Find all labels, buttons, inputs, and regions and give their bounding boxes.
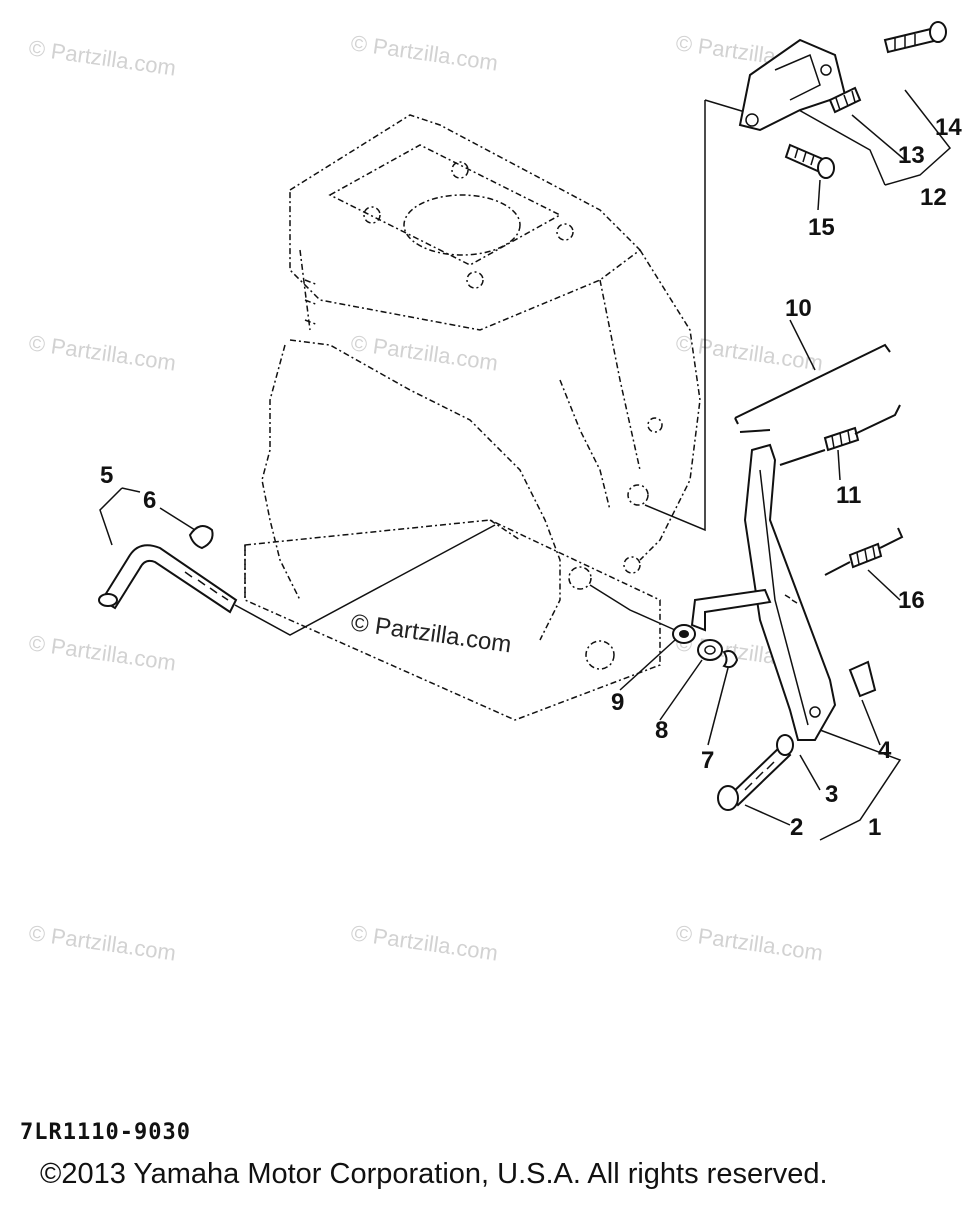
callout-15: 15 (808, 214, 835, 241)
callout-13: 13 (898, 142, 925, 169)
leader-lines (99, 89, 952, 841)
watermark: © Partzilla.com (27, 630, 177, 675)
watermark: © Partzilla.com (27, 920, 177, 965)
copyright-notice: ©2013 Yamaha Motor Corporation, U.S.A. A… (40, 1158, 828, 1190)
watermark: © Partzilla.com (349, 30, 499, 75)
callout-12: 12 (920, 184, 947, 211)
rod-assembly (98, 525, 238, 614)
fasteners (672, 624, 877, 811)
callout-2: 2 (790, 814, 803, 841)
callout-6: 6 (143, 487, 156, 514)
callout-14: 14 (935, 114, 962, 141)
watermark: © Partzilla.com (27, 35, 177, 80)
watermark: © Partzilla.com (674, 920, 824, 965)
springs (734, 343, 904, 576)
callout-10: 10 (785, 295, 812, 322)
watermark: © Partzilla.com (27, 330, 177, 375)
callout-7: 7 (701, 747, 714, 774)
callout-labels: 1 2 3 4 5 6 7 8 9 10 11 12 13 14 15 16 (100, 114, 962, 841)
callout-16: 16 (898, 587, 925, 614)
watermark: © Partzilla.com (674, 330, 824, 375)
watermark: © Partzilla.com (349, 920, 499, 965)
callout-3: 3 (825, 781, 838, 808)
diagram-code: 7LR1110-9030 (20, 1120, 191, 1145)
callout-8: 8 (655, 717, 668, 744)
center-watermark: © Partzilla.com (349, 609, 513, 658)
lever-arm (690, 443, 837, 741)
callout-4: 4 (878, 737, 892, 764)
callout-5: 5 (100, 462, 113, 489)
crankcase-body (244, 114, 701, 721)
callout-9: 9 (611, 689, 624, 716)
callout-1: 1 (868, 814, 881, 841)
callout-11: 11 (836, 482, 861, 509)
bracket-assembly (738, 21, 947, 179)
